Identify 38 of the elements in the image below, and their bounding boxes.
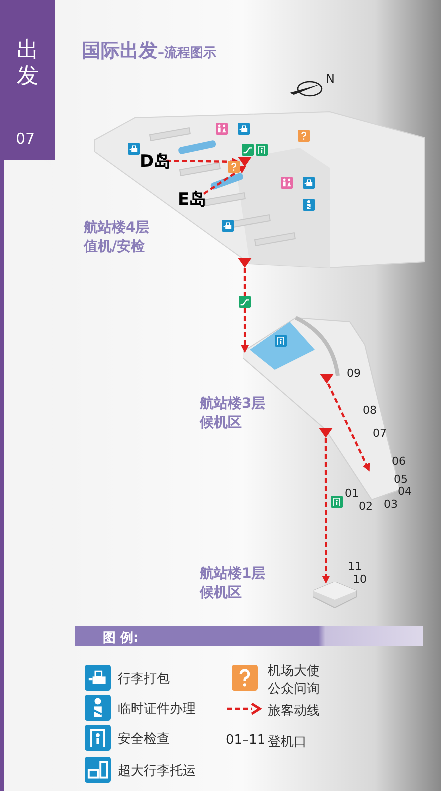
legend-sample-text: 01–11 <box>226 733 266 748</box>
floor-label: 航站楼4层值机/安检 <box>84 219 151 257</box>
flow-arrow <box>327 384 370 472</box>
legend-text: 机场大使公众问询 <box>268 663 321 699</box>
gate-number: 04 <box>398 485 412 498</box>
page-number: 07 <box>16 130 36 148</box>
legend-text: 行李打包 <box>118 671 170 688</box>
flow-marker <box>319 428 333 438</box>
flow-arrow <box>166 158 240 166</box>
gate-number: 07 <box>373 427 387 440</box>
gate-number: 05 <box>394 473 408 486</box>
section-label: 出发 <box>17 38 40 90</box>
north-label: N <box>326 72 335 86</box>
flow-marker <box>320 374 334 384</box>
gate-number: 08 <box>363 404 377 417</box>
flow-arrow <box>322 438 330 584</box>
flow-arrow <box>241 268 250 354</box>
gate-number: 11 <box>348 560 362 573</box>
legend-text: 旅客动线 <box>268 703 320 720</box>
flow-arrow <box>203 166 247 195</box>
legend-text: 临时证件办理 <box>118 701 196 718</box>
gate-number: 09 <box>347 367 361 380</box>
gate-number: 02 <box>359 500 373 513</box>
floor-label: 航站楼3层候机区 <box>200 395 267 433</box>
gate-block-drawing <box>313 582 357 608</box>
gate-number: 10 <box>353 573 367 586</box>
floor-label: 航站楼1层候机区 <box>200 565 267 603</box>
flow-marker <box>238 258 252 268</box>
legend-text: 超大行李托运 <box>118 763 196 780</box>
gate-number: 03 <box>384 498 398 511</box>
flow-marker <box>238 157 252 167</box>
gate-number: 01 <box>345 487 359 500</box>
legend-text: 登机口 <box>268 734 307 751</box>
island-label: E岛 <box>178 190 204 210</box>
gate-number: 06 <box>392 455 406 468</box>
legend-heading: 图 例: <box>103 630 139 647</box>
legend-text: 安全检查 <box>118 731 170 748</box>
page-title: 国际出发–流程图示 <box>82 39 216 64</box>
